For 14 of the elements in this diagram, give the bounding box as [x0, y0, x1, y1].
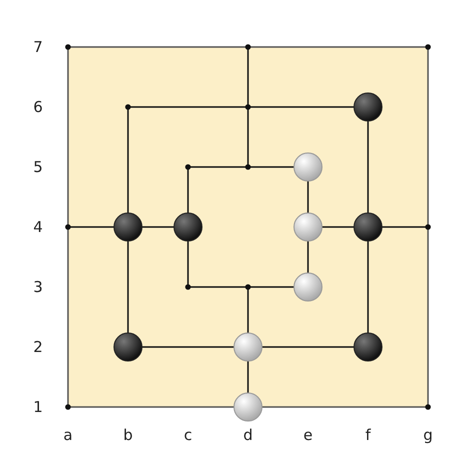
column-label: a — [62, 426, 74, 444]
column-label: c — [182, 426, 194, 444]
row-label: 4 — [32, 218, 44, 236]
row-label: 5 — [32, 158, 44, 176]
column-label: e — [302, 426, 314, 444]
column-label: g — [422, 426, 434, 444]
row-label: 2 — [32, 338, 44, 356]
row-label: 1 — [32, 398, 44, 416]
row-label: 3 — [32, 278, 44, 296]
column-label: b — [122, 426, 134, 444]
column-label: f — [364, 426, 372, 444]
row-label: 6 — [32, 98, 44, 116]
column-label: d — [242, 426, 254, 444]
row-label: 7 — [32, 38, 44, 56]
